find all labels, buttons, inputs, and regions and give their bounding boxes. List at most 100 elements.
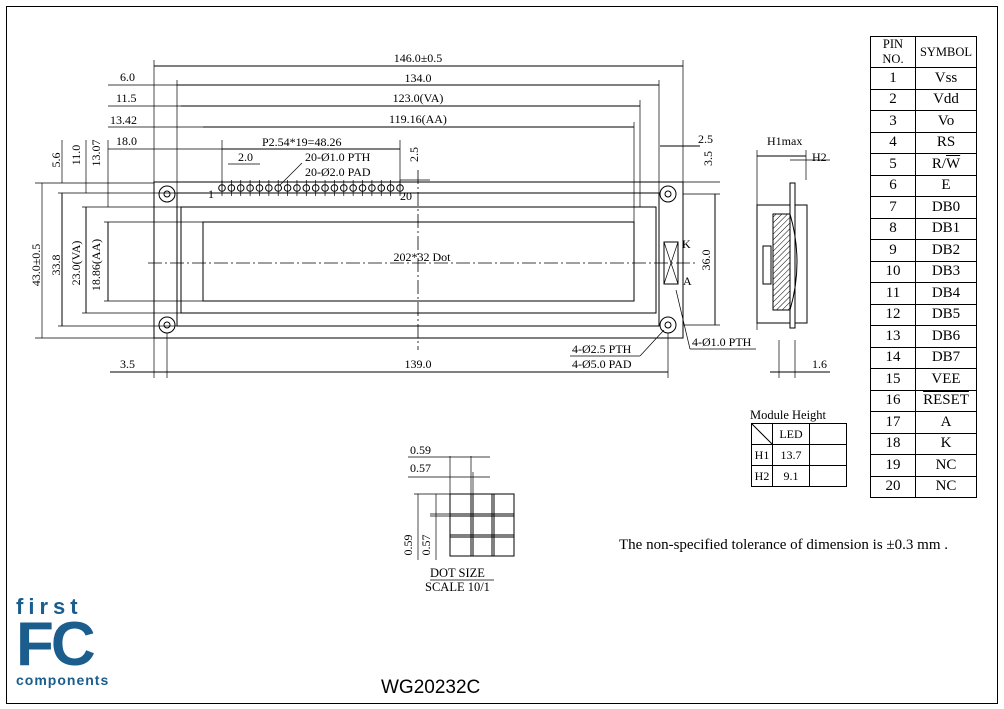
pin-symbol: DB7	[915, 346, 977, 369]
dim-13-42: 13.42	[110, 113, 137, 127]
pin1-label: 1	[208, 187, 214, 201]
pin-symbol: DB4	[915, 282, 977, 305]
pin-number: 1	[870, 67, 916, 90]
dim-aa-width: 119.16(AA)	[389, 112, 447, 126]
pin-symbol: NC	[915, 475, 977, 498]
logo-components: components	[16, 672, 110, 688]
dot-width-059: 0.59	[410, 443, 431, 457]
pin-symbol: RESET	[915, 389, 977, 412]
mh-empty-header	[809, 423, 847, 445]
dim-h1max: H1max	[767, 134, 802, 148]
dim-3-5-right: 3.5	[701, 151, 715, 166]
dot-size-detail: 0.59 0.57 0.59 0.57	[401, 443, 515, 581]
dim-pad4-50: 4-Ø5.0 PAD	[572, 357, 632, 371]
led-pad-block	[663, 241, 679, 285]
dim-1-6: 1.6	[812, 357, 827, 371]
pin-symbol: R/W	[915, 153, 977, 176]
logo-first: first	[16, 594, 83, 619]
dim-33-8: 33.8	[49, 255, 63, 276]
left-dimensions: 43.0±0.5 33.8 23.0(VA) 18.86(AA) 5.6 11.…	[29, 140, 203, 339]
bottom-dimensions: 3.5 139.0 4-Ø2.5 PTH 4-Ø5.0 PAD 4-Ø1.0 P…	[110, 289, 756, 378]
dim-pth20: 20-Ø1.0 PTH	[305, 150, 371, 164]
pin-symbol: Vo	[915, 110, 977, 133]
dim-11-0: 11.0	[69, 145, 83, 166]
dim-pad20: 20-Ø2.0 PAD	[305, 165, 371, 179]
pin-symbol: DB6	[915, 325, 977, 348]
pin-number: 19	[870, 454, 916, 477]
dim-pth4-25: 4-Ø2.5 PTH	[572, 342, 632, 356]
sheet-border	[6, 6, 998, 704]
dim-18-0: 18.0	[116, 134, 137, 148]
dim-5-6: 5.6	[49, 153, 63, 168]
pin-symbol: K	[915, 432, 977, 455]
active-area	[202, 221, 635, 302]
pin-symbol: VEE	[915, 368, 977, 391]
front-view: K A	[148, 170, 695, 350]
dim-va-height: 23.0(VA)	[69, 241, 83, 286]
dim-overall-height: 43.0±0.5	[29, 244, 43, 287]
dim-2-0: 2.0	[238, 150, 253, 164]
pin-symbol: Vss	[915, 67, 977, 90]
pin-symbol: DB1	[915, 217, 977, 240]
pin-number: 15	[870, 368, 916, 391]
pin-number: 5	[870, 153, 916, 176]
dim-aa-height: 18.86(AA)	[89, 239, 103, 291]
tolerance-note: The non-specified tolerance of dimension…	[619, 537, 948, 553]
company-logo: first FC components	[16, 594, 110, 689]
module-height-title: Module Height	[750, 408, 827, 422]
logo-fc: FC	[16, 610, 96, 679]
dot-count-label: 202*32 Dot	[394, 250, 452, 264]
pin-number: 3	[870, 110, 916, 133]
dim-139: 139.0	[405, 357, 432, 371]
dot-size-scale: SCALE 10/1	[425, 580, 490, 594]
pin-number: 18	[870, 432, 916, 455]
view-area	[180, 206, 657, 314]
dim-pitch: P2.54*19=48.26	[262, 135, 341, 149]
pin-number: 8	[870, 217, 916, 240]
pin20-label: 20	[400, 189, 412, 203]
pin-number: 14	[870, 346, 916, 369]
dim-pth4-10: 4-Ø1.0 PTH	[692, 335, 752, 349]
pcb-outline	[153, 181, 684, 339]
pin-symbol: DB2	[915, 239, 977, 262]
pin-symbol: DB3	[915, 260, 977, 283]
dot-size-caption: DOT SIZE SCALE 10/1	[425, 566, 490, 594]
mh-h1-empty	[809, 444, 847, 466]
dim-3-5: 3.5	[120, 357, 135, 371]
mh-h1-value: 13.7	[772, 444, 810, 466]
pin-symbol: DB0	[915, 196, 977, 219]
dim-36-0: 36.0	[699, 250, 713, 271]
mh-h2-label: H2	[751, 465, 773, 487]
dim-134: 134.0	[405, 71, 432, 85]
dim-2-5-a: 2.5	[407, 147, 421, 162]
dim-2-5-b: 2.5	[698, 132, 713, 146]
dot-height-057: 0.57	[419, 535, 433, 556]
pin-number: 6	[870, 174, 916, 197]
mh-led-header: LED	[772, 423, 810, 445]
pin-symbol: A	[915, 411, 977, 434]
dot-width-057: 0.57	[410, 461, 431, 475]
mh-h2-empty	[809, 465, 847, 487]
mh-h2-value: 9.1	[772, 465, 810, 487]
pin-number: 17	[870, 411, 916, 434]
dim-h2: H2	[812, 150, 827, 164]
pin-number: 7	[870, 196, 916, 219]
dim-overall-width: 146.0±0.5	[394, 51, 443, 65]
